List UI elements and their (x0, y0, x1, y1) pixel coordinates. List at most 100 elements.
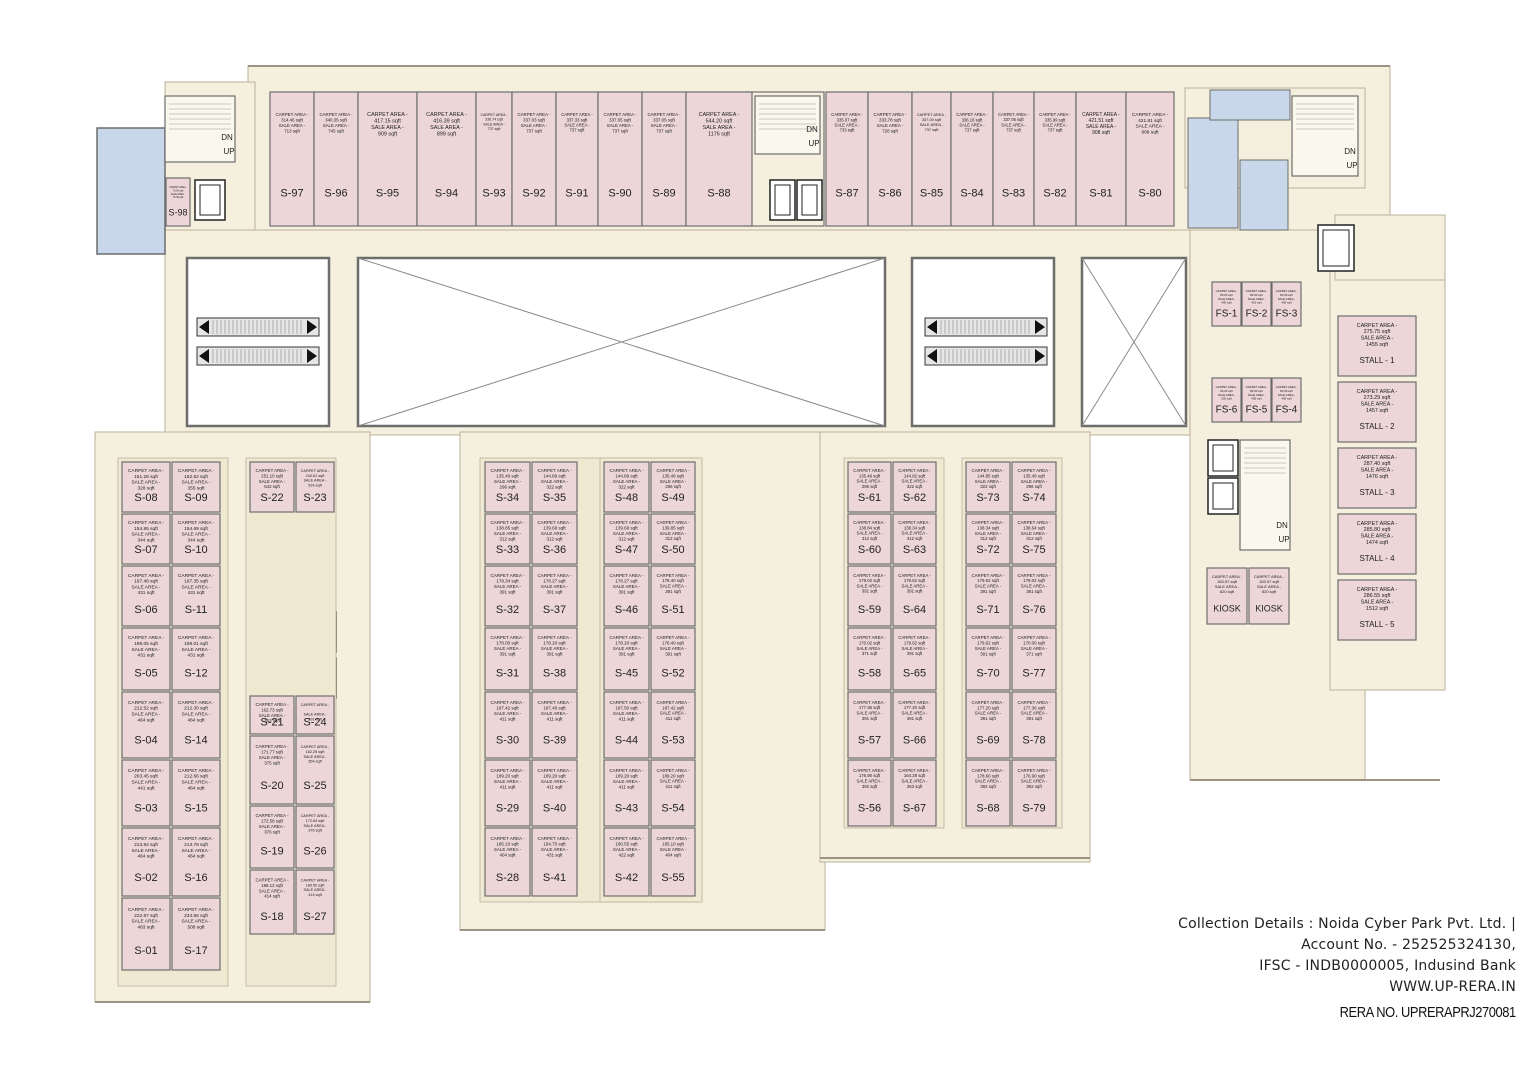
carpet-area-value: 170.02 sqft (859, 640, 881, 645)
shop-number: KIOSK (1213, 604, 1241, 614)
sale-area-label: SALE AREA - (1021, 479, 1048, 484)
shop-unit-S-26 (295, 805, 335, 869)
carpet-area-value: 164.28 sqft (904, 773, 926, 778)
carpet-area-label: CARPET AREA - (656, 520, 690, 525)
carpet-area-label: CARPET AREA - (971, 468, 1005, 473)
shop-number: S-48 (615, 492, 638, 504)
sale-area-value: 376 sqft (264, 829, 280, 834)
kiosk-unit (1206, 567, 1248, 625)
shop-unit-S-72 (965, 513, 1011, 565)
lift-shaft (769, 179, 796, 221)
sale-area-label: SALE AREA - (181, 532, 210, 538)
carpet-area-label: CARPET AREA - (956, 112, 988, 117)
sale-area-value: 391 sqft (308, 717, 322, 721)
sale-area-value: 411 sqft (547, 784, 563, 789)
shop-unit-S-19 (249, 805, 295, 869)
shop-unit-S-79 (1011, 759, 1057, 827)
carpet-area-label: CARPET AREA - (853, 468, 886, 473)
sale-area-value: 363 sqft (907, 784, 923, 789)
lift-car (199, 184, 221, 216)
shop-unit-S-97 (269, 91, 315, 227)
shop-unit-S-53 (650, 691, 696, 759)
carpet-area-label: CARPET AREA - (301, 879, 330, 883)
shop-unit-S-36 (531, 513, 578, 565)
shop-unit-S-03 (121, 759, 171, 827)
carpet-area-value: 179.62 sqft (977, 578, 1000, 583)
sale-area-label: SALE AREA - (303, 713, 327, 717)
sale-area-label: SALE AREA - (613, 646, 641, 651)
escalator-void (185, 256, 331, 428)
sale-area-label: SALE AREA - (856, 710, 883, 715)
shop-number: S-44 (615, 734, 638, 746)
sale-area-value: 737 sqft (925, 127, 940, 132)
carpet-area-label: CARPET AREA - (1357, 455, 1398, 461)
sale-area-value: 296 sqft (1026, 484, 1042, 489)
shop-number: S-19 (260, 845, 283, 857)
carpet-area-label: CARPET AREA - (1017, 700, 1051, 705)
carpet-area-label: CARPET AREA - (491, 836, 525, 841)
sale-area-value: 737 sqft (526, 128, 542, 133)
lift-shaft (796, 179, 823, 221)
sale-area-value: 464 sqft (187, 854, 205, 860)
shop-number: S-71 (976, 604, 999, 616)
sale-area-label: SALE AREA - (703, 125, 736, 131)
shop-unit-S-46 (603, 565, 650, 627)
carpet-area-label: CARPET AREA - (491, 573, 525, 578)
carpet-area-value: 75.30 sqft (173, 189, 184, 192)
escalator-arrow-icon (307, 349, 317, 363)
sale-area-value: 312 sqft (907, 536, 923, 541)
shop-number: S-60 (858, 544, 881, 556)
sale-area-value: 908 sqft (1141, 130, 1159, 136)
sale-area-label: SALE AREA - (1361, 600, 1394, 606)
shop-unit-S-34 (484, 461, 531, 513)
carpet-area-label: CARPET AREA - (898, 520, 931, 525)
sale-area-value: 483 sqft (137, 924, 155, 930)
shop-number: S-41 (543, 872, 566, 884)
shop-number: S-30 (496, 734, 519, 746)
sale-area-label: SALE AREA - (494, 711, 522, 716)
shop-number: S-72 (976, 544, 999, 556)
sale-area-value: 1474 sqft (1366, 540, 1389, 546)
shop-number: S-04 (134, 734, 157, 746)
carpet-area-value: 197.35 sqft (184, 579, 208, 585)
escalator-arrow-icon (927, 320, 937, 334)
sale-area-value: 464 sqft (187, 717, 205, 723)
sale-area-value: 391 sqft (1026, 589, 1042, 594)
sale-area-value: 464 sqft (137, 717, 155, 723)
carpet-area-value: 203.45 sqft (134, 774, 158, 780)
carpet-area-label: CARPET AREA - (538, 520, 572, 525)
sale-area-label: SALE AREA - (1021, 531, 1048, 536)
carpet-area-label: CARPET AREA - (656, 836, 690, 841)
sale-area-value: 344 sqft (187, 537, 205, 543)
carpet-area-value: 222.67 sqft (134, 913, 158, 919)
shop-unit-S-71 (965, 565, 1011, 627)
sale-area-value: 908 sqft (1092, 130, 1110, 136)
carpet-area-value: 190.55 sqft (615, 842, 638, 847)
shop-number: S-26 (303, 845, 326, 857)
shop-number: S-66 (903, 734, 926, 746)
sale-area-value: 392 sqft (1026, 784, 1042, 789)
carpet-area-value: 185.10 sqft (662, 842, 685, 847)
shop-number: S-83 (1002, 188, 1025, 200)
carpet-area-value: 80.30 sqft (1280, 293, 1293, 297)
shop-unit-S-23 (295, 461, 335, 513)
shop-number: S-62 (903, 492, 926, 504)
stair-up-label: UP (808, 139, 819, 148)
carpet-area-value: 337.03 sqft (523, 118, 546, 123)
shop-unit-S-56 (847, 759, 892, 827)
shop-number: S-43 (615, 802, 638, 814)
sale-area-value: 728 sqft (882, 128, 898, 133)
sale-area-value: 1176 sqft (708, 131, 730, 137)
carpet-area-label: CARPET AREA - (301, 469, 330, 473)
shop-number: S-89 (652, 188, 675, 200)
lift-car (1322, 229, 1350, 267)
carpet-area-label: CARPET AREA - (255, 878, 289, 883)
carpet-area-value: 178.60 sqft (977, 773, 1000, 778)
sale-area-label: SALE AREA - (494, 646, 522, 651)
carpet-area-value: 275.75 sqft (1364, 329, 1391, 335)
food-stall-FS-5 (1241, 377, 1272, 423)
sale-area-value: 431 sqft (137, 653, 155, 659)
sale-area-value: 391 sqft (980, 716, 996, 721)
sale-area-value: 322 sqft (907, 484, 923, 489)
sale-area-label: SALE AREA - (1218, 393, 1236, 397)
